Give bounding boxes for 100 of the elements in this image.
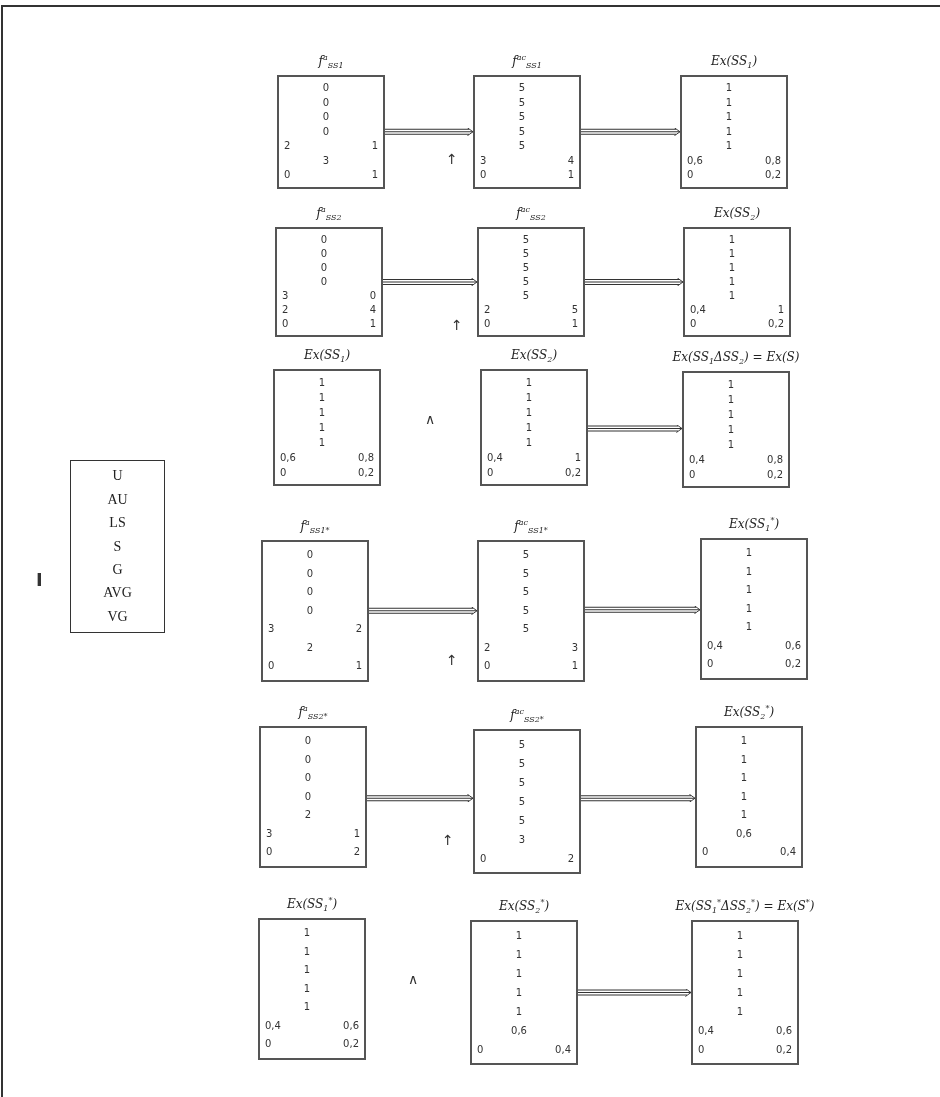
- tree-value: 0: [306, 550, 314, 561]
- formula-heading: Ex(SS$_{2}$$^{*}$): [498, 897, 550, 918]
- tree-value: 1: [728, 263, 736, 273]
- tree-value: 5: [518, 796, 526, 807]
- tree-value: 0,4: [689, 454, 705, 465]
- formula-heading: Ex(SS$_{2}$): [713, 204, 761, 225]
- tree-value: 1: [728, 249, 736, 259]
- tree-value: 1: [515, 949, 523, 960]
- tree-value: 1: [736, 987, 744, 998]
- double-arrow: [587, 424, 683, 433]
- tree-value: 0,4: [780, 847, 796, 858]
- tree-value: 2: [284, 141, 291, 152]
- tree-value: 2: [353, 847, 360, 858]
- tree-value: 3: [322, 155, 330, 166]
- tree-value: 1: [736, 930, 744, 941]
- formula-heading: Ex(SS$_{2}$$^{*}$): [723, 703, 775, 724]
- tree-value: 1: [740, 736, 748, 747]
- term-label: G: [112, 561, 123, 578]
- tree-value: 1: [571, 661, 578, 672]
- tree-value: 5: [522, 249, 530, 259]
- tree-value: 0,8: [358, 452, 374, 463]
- tree-value: 0: [266, 847, 273, 858]
- double-arrow: [382, 277, 478, 287]
- tree-value: 1: [567, 170, 574, 181]
- double-arrow: [584, 605, 701, 615]
- term-list-box: [70, 460, 165, 633]
- tree-value: 1: [303, 983, 311, 994]
- tree-value: 1: [736, 1006, 744, 1017]
- operator-symbol: I: [36, 571, 43, 589]
- tree-value: 1: [371, 141, 378, 152]
- tree-value: 1: [728, 277, 736, 287]
- tree-value: 5: [571, 305, 578, 315]
- tree-value: 1: [355, 661, 362, 672]
- tree-value: 0,6: [687, 155, 703, 166]
- tree-value: 0,4: [487, 452, 503, 463]
- tree-value: 0: [306, 587, 314, 598]
- tree-value: 0: [282, 319, 289, 329]
- term-label: AVG: [103, 585, 132, 602]
- tree-value: 1: [727, 424, 735, 435]
- tree-value: 0: [477, 1044, 484, 1055]
- tree-value: 0,6: [511, 1025, 527, 1036]
- formula-heading: Ex(SS$_{1}$$^{*}$): [286, 895, 338, 916]
- tree-value: 5: [518, 739, 526, 750]
- tree-value: 1: [525, 407, 533, 418]
- tree-value: 1: [725, 112, 733, 123]
- tree-value: 1: [728, 291, 736, 301]
- tree-value: 5: [522, 605, 530, 616]
- tree-value: 0: [369, 291, 376, 301]
- double-arrow: [366, 793, 474, 803]
- tree-value: 0: [480, 853, 487, 864]
- tree-value: 1: [515, 968, 523, 979]
- tree-value: 1: [777, 305, 784, 315]
- tree-value: 1: [727, 409, 735, 420]
- tree-value: 1: [736, 968, 744, 979]
- tree-value: 0: [268, 661, 275, 672]
- tree-value: 3: [266, 828, 273, 839]
- tree-value: 0: [690, 319, 697, 329]
- tree-value: 1: [318, 437, 326, 448]
- tree-value: 5: [518, 83, 526, 94]
- tree-value: 0,8: [767, 454, 783, 465]
- tree-value: 1: [725, 126, 733, 137]
- tree-value: 3: [518, 834, 526, 845]
- term-label: S: [113, 538, 122, 555]
- tree-value: 0: [689, 469, 696, 480]
- formula-heading: Ex(SS$_{1}$ΔSS$_{2}$) = Ex(S): [672, 348, 800, 369]
- tree-value: 0: [280, 467, 287, 478]
- term-label: VG: [107, 608, 128, 625]
- tree-value: 1: [745, 622, 753, 633]
- tree-value: 0,2: [765, 170, 781, 181]
- double-arrow: [580, 127, 681, 137]
- tree-value: 0: [265, 1039, 272, 1050]
- operator-symbol: ∧: [408, 972, 419, 986]
- double-arrow: [580, 793, 696, 803]
- tree-value: 1: [725, 141, 733, 152]
- tree-value: 0: [484, 319, 491, 329]
- tree-value: 1: [727, 439, 735, 450]
- double-arrow: [584, 277, 684, 287]
- tree-value: 0: [322, 97, 330, 108]
- double-arrow: [577, 988, 692, 997]
- tree-value: 5: [518, 777, 526, 788]
- tree-value: 0,2: [358, 467, 374, 478]
- tree-value: 0: [304, 736, 312, 747]
- tree-value: 0: [322, 83, 330, 94]
- tree-value: 1: [740, 754, 748, 765]
- tree-value: 1: [525, 437, 533, 448]
- tree-value: 1: [740, 810, 748, 821]
- tree-value: 1: [736, 949, 744, 960]
- tree-value: 4: [567, 155, 574, 166]
- tree-value: 0,6: [776, 1025, 792, 1036]
- tree-value: 5: [522, 568, 530, 579]
- tree-value: 0: [322, 126, 330, 137]
- tree-value: 1: [515, 1006, 523, 1017]
- tree-value: 0: [702, 847, 709, 858]
- tree-value: 2: [484, 642, 491, 653]
- formula-heading: Ex(SS$_{1}$): [710, 52, 758, 73]
- tree-value: 4: [369, 305, 376, 315]
- tree-value: 1: [725, 83, 733, 94]
- tree-value: 0: [480, 170, 487, 181]
- tree-value: 5: [522, 550, 530, 561]
- operator-symbol: ↑: [442, 833, 454, 847]
